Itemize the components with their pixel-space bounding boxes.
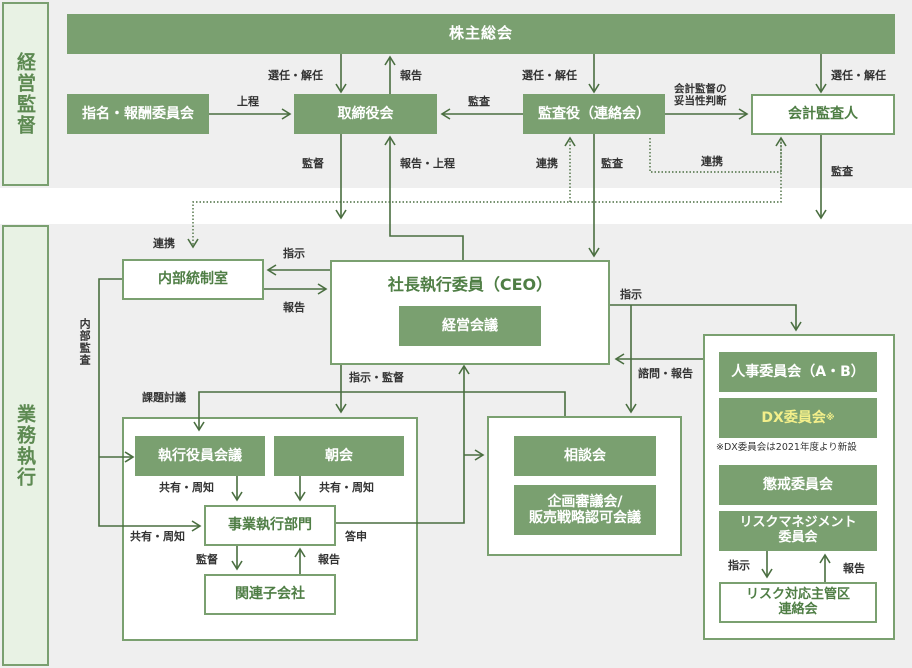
affiliates: 関連子会社 [204, 574, 336, 615]
section-execution: 業務執行 [2, 225, 49, 666]
line-internal-audit [98, 278, 202, 532]
label-coop-acc: 連携 [701, 155, 723, 168]
ceo-title: 社長執行委員（CEO） [387, 275, 553, 294]
executive-officers-meeting: 執行役員会議 [135, 436, 265, 476]
label-supervise-board: 監督 [302, 157, 324, 170]
dx-committee: DX委員会※ [719, 398, 877, 438]
label-report-risk: 報告 [843, 562, 865, 575]
label-reply: 答申 [345, 530, 367, 543]
accounting-auditor: 会計監査人 [751, 94, 895, 135]
risk-management-committee: リスクマネジメント 委員会 [719, 511, 877, 551]
board-of-directors: 取締役会 [294, 94, 437, 134]
line-ceo-board [384, 135, 464, 262]
label-issue-discussion: 課題討議 [142, 391, 186, 404]
consultation-meeting: 相談会 [514, 436, 656, 476]
shareholders-meeting: 株主総会 [67, 14, 895, 54]
business-division: 事業執行部門 [204, 505, 336, 546]
management-meeting: 経営会議 [399, 306, 541, 346]
dx-note: ※DX委員会は2021年度より新設 [716, 442, 857, 453]
label-appoint-aud: 選任・解任 [522, 69, 577, 82]
dx-committee-label: DX委員会 [761, 409, 826, 426]
internal-control-office: 内部統制室 [122, 259, 264, 300]
label-acc-judgement: 会計監督の 妥当性判断 [674, 83, 727, 107]
label-instruct-committees: 指示 [620, 288, 642, 301]
label-share-morning: 共有・周知 [319, 481, 374, 494]
dx-note-mark: ※ [825, 412, 835, 423]
ceo-box: 社長執行委員（CEO） 経営会議 [330, 260, 610, 365]
label-coop-aud: 連携 [536, 157, 558, 170]
label-supervise-aff: 監督 [196, 553, 218, 566]
label-consult-report: 諮問・報告 [638, 367, 693, 380]
label-report-ic: 報告 [283, 301, 305, 314]
label-instruct-supervise: 指示・監督 [349, 371, 404, 384]
label-report-aff: 報告 [318, 553, 340, 566]
planning-council: 企画審議会/ 販売戦略認可会議 [514, 485, 656, 535]
line-issue-discussion [193, 391, 566, 432]
morning-meeting: 朝会 [274, 436, 404, 476]
auditors-board: 監査役（連絡会） [523, 94, 665, 134]
label-coop-ic: 連携 [153, 237, 175, 250]
label-share-exec: 共有・周知 [159, 481, 214, 494]
label-instruct-risk: 指示 [728, 559, 750, 572]
dotted-coop-ic [187, 138, 782, 249]
label-share-ia: 共有・周知 [130, 530, 185, 543]
line-ceo-committees [610, 304, 802, 332]
risk-liaison-meeting: リスク対応主管区 連絡会 [719, 582, 877, 623]
label-internal-audit: 内部監査 [78, 318, 92, 366]
label-submit: 上程 [237, 95, 259, 108]
nomination-committee: 指名・報酬委員会 [67, 94, 209, 134]
section-governance: 経営監督 [2, 2, 49, 186]
label-appoint-board: 選任・解任 [268, 69, 323, 82]
dotted-coop-acc [649, 138, 781, 173]
label-audit-ceo: 監査 [601, 157, 623, 170]
label-report-sh: 報告 [400, 69, 422, 82]
hr-committee: 人事委員会（A・B） [719, 352, 877, 392]
label-instruct-ic: 指示 [283, 247, 305, 260]
line-reply [335, 364, 470, 524]
discipline-committee: 懲戒委員会 [719, 465, 877, 505]
label-appoint-acc: 選任・解任 [831, 69, 886, 82]
label-audit-board: 監査 [468, 95, 490, 108]
label-report-submit: 報告・上程 [400, 157, 455, 170]
label-audit-acc: 監査 [831, 165, 853, 178]
